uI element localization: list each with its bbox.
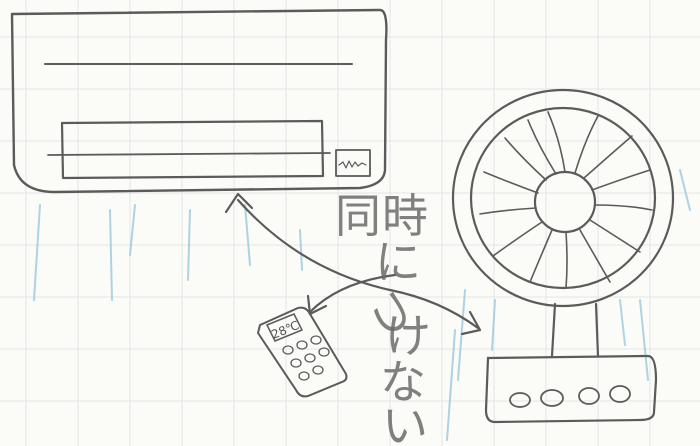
caption-char-2: 時 xyxy=(382,189,428,243)
air-conditioner-icon xyxy=(10,8,388,194)
ac-vent-line xyxy=(47,152,331,156)
fan-blades xyxy=(479,111,653,289)
fan-base xyxy=(484,354,658,424)
fan-hub xyxy=(533,170,597,234)
remote-buttons xyxy=(282,335,330,381)
caption-char-6: な xyxy=(380,355,426,409)
ac-display-wave xyxy=(338,160,367,169)
caption-char-7: い xyxy=(382,399,428,446)
double-arrow-icon xyxy=(224,192,482,336)
caption-char-1: 同 xyxy=(335,189,381,243)
fan-guard-inner xyxy=(469,106,657,290)
ac-display-panel xyxy=(335,149,371,177)
electric-fan-icon xyxy=(451,88,675,424)
caption-char-3: に xyxy=(375,235,421,289)
arrow-head-right xyxy=(460,310,482,336)
fan-stand-right xyxy=(594,302,600,358)
remote-body xyxy=(256,306,348,398)
caption-char-5: け xyxy=(385,309,431,363)
fan-stand-left xyxy=(550,302,557,358)
fan-buttons xyxy=(509,385,631,408)
arrow-head-left xyxy=(224,192,254,214)
ac-body xyxy=(10,8,388,194)
airflow-streaks xyxy=(33,169,691,441)
arrow-head-branch xyxy=(306,294,328,316)
arrow-branch-curve xyxy=(308,273,397,314)
remote-control-icon xyxy=(256,306,348,398)
fan-guard-outer xyxy=(451,88,675,308)
arrow-main-curve xyxy=(236,198,480,330)
remote-screen xyxy=(265,313,304,342)
ac-vent-flap xyxy=(60,119,325,180)
